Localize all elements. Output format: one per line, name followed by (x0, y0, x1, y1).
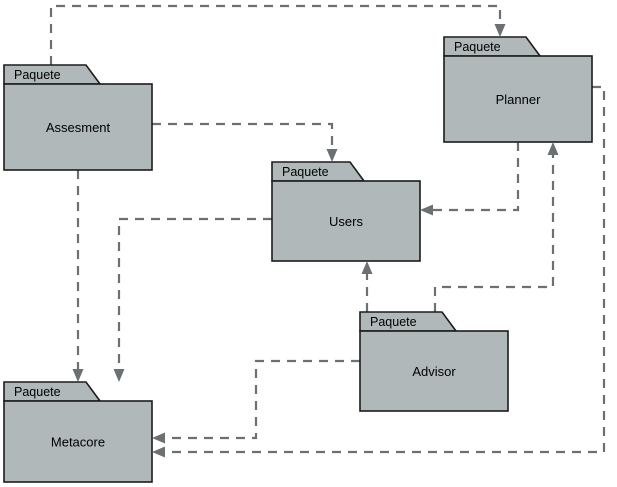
arrowhead-planner-to-users (420, 204, 433, 216)
package-name: Assesment (46, 120, 111, 135)
package-name: Metacore (51, 435, 105, 450)
arrowhead-advisor-to-planner (547, 142, 559, 155)
package-body (359, 330, 509, 412)
package-body (443, 55, 593, 143)
package-name: Users (329, 214, 363, 229)
arrowhead-assesment-to-planner (494, 24, 506, 37)
arrowhead-users-to-metacore (113, 369, 125, 382)
dependency-assesment-to-planner (49, 4, 502, 65)
package-body (3, 400, 153, 483)
dependency-edges (49, 4, 606, 454)
dependency-users-to-metacore (117, 217, 272, 369)
package-body (271, 180, 421, 262)
package-stereotype: Paquete (14, 385, 61, 399)
package-body (3, 83, 153, 171)
arrowhead-advisor-to-users (361, 261, 373, 274)
package-nodes: PaqueteAssesmentPaquetePlannerPaqueteUse… (3, 36, 593, 483)
arrowhead-assesment-to-metacore (72, 369, 84, 382)
package-stereotype: Paquete (14, 68, 61, 82)
arrowhead-assesment-to-users (326, 149, 338, 162)
package-name: Advisor (412, 364, 456, 379)
dependency-planner-to-users (433, 142, 520, 212)
arrowhead-planner-to-metacore (152, 446, 165, 458)
arrowhead-advisor-to-metacore (152, 432, 165, 444)
dependency-assesment-to-users (152, 122, 334, 149)
dependency-advisor-to-metacore (165, 359, 360, 440)
package-stereotype: Paquete (454, 40, 501, 54)
dependency-arrowheads (72, 24, 559, 458)
package-stereotype: Paquete (370, 315, 417, 329)
package-name: Planner (496, 92, 541, 107)
package-stereotype: Paquete (282, 165, 329, 179)
dependency-planner-to-metacore (165, 85, 606, 454)
dependency-advisor-to-planner (433, 155, 555, 312)
